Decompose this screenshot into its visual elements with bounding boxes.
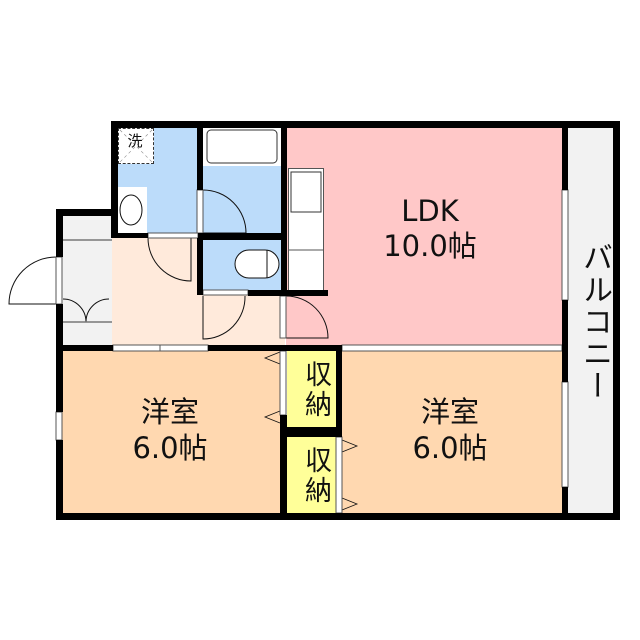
- balcony-area: [568, 127, 614, 513]
- wall: [56, 440, 63, 520]
- wall: [280, 427, 342, 437]
- wall: [111, 121, 118, 238]
- washer-label: 洗: [127, 132, 143, 150]
- storage-bottom-label: 収納: [300, 446, 331, 506]
- wall: [248, 290, 328, 296]
- wall: [56, 513, 620, 520]
- storage-bottom-area: [287, 437, 336, 513]
- wall: [613, 121, 620, 520]
- entrance-area: [62, 215, 112, 348]
- western-room-right-size: 6.0帖: [412, 431, 488, 465]
- ldk-size: 10.0帖: [383, 229, 477, 263]
- wall: [56, 209, 63, 257]
- balcony-label: バルコニー: [577, 242, 612, 402]
- wall: [197, 238, 203, 295]
- wall: [208, 345, 342, 351]
- western-room-left-name: 洋室: [140, 395, 199, 429]
- wall: [111, 121, 620, 128]
- wall: [198, 233, 286, 240]
- wall: [336, 345, 342, 437]
- wall: [280, 415, 287, 520]
- storage-top-label: 収納: [300, 360, 331, 420]
- storage-top-area: [287, 351, 336, 427]
- wall: [56, 304, 63, 412]
- wall: [56, 345, 113, 351]
- wall: [197, 121, 203, 190]
- western-room-left-size: 6.0帖: [132, 431, 208, 465]
- wall: [281, 121, 287, 296]
- ldk-area: [286, 127, 562, 345]
- western-room-right-name: 洋室: [420, 395, 479, 429]
- wall: [118, 233, 148, 238]
- ldk-name: LDK: [401, 194, 459, 228]
- washing-machine-space: [118, 128, 154, 164]
- wall: [562, 121, 568, 190]
- western-room-right-area: [341, 351, 562, 513]
- wall: [56, 209, 118, 216]
- wall: [562, 300, 568, 382]
- wall: [562, 487, 568, 520]
- western-room-left-area: [62, 351, 280, 513]
